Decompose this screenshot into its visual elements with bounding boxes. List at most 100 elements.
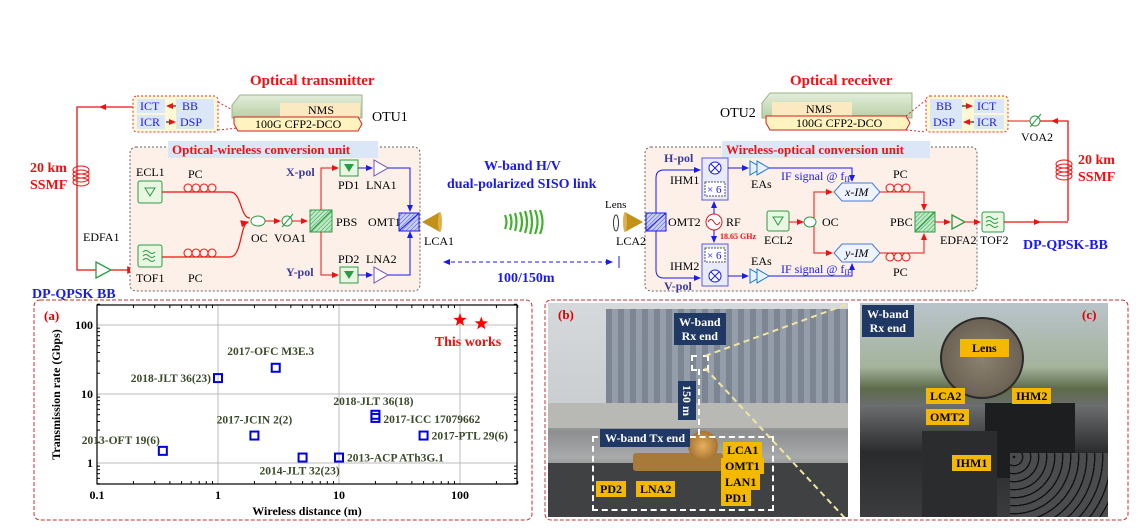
b-tx-end-label: W-band Tx end [600, 429, 691, 447]
x-tick-label: 1 [215, 488, 221, 502]
xpol-label: X-pol [286, 165, 315, 179]
b-label-lca1: LCA1 [723, 442, 763, 458]
link-title-line1: W-band H/V [484, 159, 561, 174]
wo-unit-title: Wireless-optical conversion unit [726, 142, 905, 157]
data-point-square [270, 362, 281, 373]
c-rx-end-line2: Rx end [869, 321, 906, 335]
optical-table-c [1010, 453, 1108, 517]
b-label-pd1: PD1 [721, 490, 751, 506]
y-axis-label: Transmission rate (Gbps) [49, 329, 63, 459]
b-label-lna2: LNA2 [636, 481, 676, 497]
vpol-label: V-pol [664, 279, 692, 293]
data-point-label: 2017-JCIN 2(2) [217, 415, 293, 427]
tx-oc-label: OC [251, 231, 268, 245]
omt1-label: OMT1 [368, 215, 401, 229]
ecl2-label: ECL2 [764, 233, 793, 247]
y-tick-label: 100 [75, 318, 93, 332]
link-title-line2: dual-polarized SISO link [447, 177, 597, 192]
data-point-star [453, 313, 467, 326]
ow-unit-title: Optical-wireless conversion unit [172, 142, 351, 157]
lna1-amplifier-icon [373, 159, 390, 177]
y-tick-label: 10 [81, 387, 93, 401]
rx-dsp-box: BB DSP ICT ICR [925, 95, 1009, 133]
otu2-module: NMS 100G CFP2-DCO [761, 92, 913, 131]
pbc-label: PBC [890, 215, 913, 229]
panel-bc-frame [544, 299, 1129, 521]
rf-source-icon [705, 213, 723, 231]
rx-nms-label: NMS [806, 102, 832, 116]
b-label-lan1: LAN1 [721, 474, 761, 490]
rx-pc-bottom-label: PC [893, 265, 908, 279]
data-point-square [370, 412, 381, 423]
lca1-antenna-icon [422, 212, 440, 232]
rf-label: RF [726, 215, 741, 229]
wireless-wave-icon [503, 209, 544, 235]
data-point-square [334, 452, 344, 463]
rx-region-box [691, 355, 709, 371]
data-point-label: 2018-JLT 36(18) [333, 396, 413, 408]
c-label-lens: Lens [960, 339, 1009, 357]
y-im-label: y-IM [844, 246, 869, 260]
rx-icr-label: ICR [977, 115, 997, 129]
rx-ict-label: ICT [977, 99, 997, 113]
lna2-label: LNA2 [366, 252, 397, 266]
eas-top-label: EAs [751, 177, 772, 191]
data-point-square [213, 373, 223, 384]
data-point-square [418, 430, 429, 441]
b-label-pd2: PD2 [596, 481, 626, 497]
panel-c-tag: (c) [1082, 307, 1097, 322]
data-point-label: 2017-PTL 29(6) [432, 431, 509, 443]
tof1-filter-icon [137, 244, 163, 268]
panel-b-tag: (b) [558, 307, 574, 322]
edfa2-label: EDFA2 [940, 233, 976, 247]
tof2-label: TOF2 [980, 233, 1008, 247]
rx-oc-coupler-icon [803, 216, 817, 228]
distance-line [698, 369, 700, 435]
eas-bottom-label: EAs [751, 254, 772, 268]
panel-a-tag: (a) [44, 308, 59, 323]
x-im-label: x-IM [844, 185, 869, 199]
pd2-label: PD2 [338, 252, 359, 266]
rx-fiber-length: 20 km [1078, 153, 1115, 168]
eas-top-amplifier-icon [749, 160, 770, 176]
tx-dsp-box: ICT ICR BB DSP [132, 95, 219, 133]
tx-oc-coupler-icon [250, 215, 266, 227]
c-label-ihm2: IHM2 [1012, 388, 1052, 404]
if-signal-bottom: IF signal @ fIF [781, 262, 852, 277]
ihm2-multiplier: × 6 [707, 250, 722, 262]
otu1-label: OTU1 [372, 110, 408, 125]
pbs-label: PBS [336, 215, 357, 229]
eas-bottom-amplifier-icon [749, 268, 770, 284]
data-point-square [249, 430, 260, 441]
rx-oc-label: OC [822, 215, 839, 229]
y-tick-label: 1 [87, 456, 93, 470]
ihm1-label: IHM1 [670, 173, 699, 187]
rx-dsp-label: DSP [933, 115, 955, 129]
if-signal-top: IF signal @ fIF [781, 169, 852, 184]
edfa2-amplifier-icon [951, 213, 967, 231]
lna1-label: LNA1 [366, 178, 397, 192]
ecl2-laser-icon [766, 210, 790, 232]
panel-a-frame [33, 299, 533, 521]
rx-pc-top-label: PC [893, 167, 908, 181]
tx-ict-label: ICT [140, 99, 160, 113]
data-point-label: 2014-JLT 32(23) [259, 466, 339, 478]
tx-icr-label: ICR [140, 115, 160, 129]
tx-dsp-label: DSP [180, 115, 202, 129]
tx-signal-label: DP-QPSK BB [32, 287, 116, 302]
tx-fiber-type: SSMF [30, 178, 67, 193]
data-point-star [474, 316, 488, 330]
receiver-title: Optical receiver [790, 73, 893, 89]
edfa1-amplifier-icon [95, 260, 113, 280]
ypol-label: Y-pol [286, 265, 314, 279]
rx-fiber-spool-icon [1055, 159, 1073, 181]
ecl1-label: ECL1 [136, 165, 165, 179]
building-shape [606, 309, 848, 419]
ihm1-mixer-icon: × 6 [701, 157, 729, 201]
c-rx-end-line1: W-band [867, 307, 909, 321]
link-distance: 100/150m [497, 271, 555, 286]
